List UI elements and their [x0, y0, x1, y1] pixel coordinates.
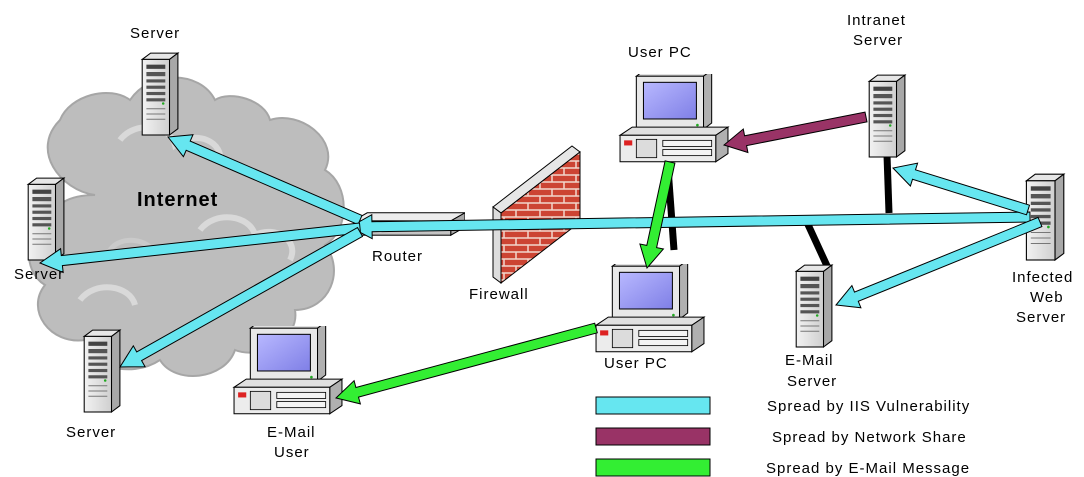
user-pc-mid-label: User PC [604, 355, 668, 372]
firewall [492, 145, 581, 285]
infected-web-server-label-2: Web [1030, 289, 1064, 306]
intranet-server-label-2: Server [853, 32, 903, 49]
user-pc-top-icon [619, 74, 729, 163]
server-bottom-icon [83, 329, 121, 413]
arrow-iis-web-to-intranet [892, 162, 1031, 216]
email-user-label-1: E-Mail [267, 424, 316, 441]
arrow-email-userpc-to-emailuser [334, 322, 598, 405]
arrow-iis-router-to-server-left [38, 222, 362, 274]
arrow-iis-web-to-emailserver [835, 216, 1043, 309]
arrow-email-userpc-to-userpc [639, 160, 676, 270]
legend-label-iis: Spread by IIS Vulnerability [767, 398, 970, 415]
internet-label: Internet [137, 189, 218, 211]
arrow-iis-router-to-server-top [167, 134, 363, 226]
email-user-icon [233, 326, 343, 415]
server-left-icon [27, 177, 65, 261]
arrow-share-intranet-to-userpc [722, 111, 868, 154]
email-server-label-1: E-Mail [785, 352, 834, 369]
intranet-server-label-1: Intranet [847, 12, 906, 29]
server-bottom-label: Server [66, 424, 116, 441]
server-top-label: Server [130, 25, 180, 42]
infected-web-server-icon [1025, 173, 1065, 261]
wire-email-server [801, 216, 832, 270]
user-pc-top-label: User PC [628, 44, 692, 61]
spread-arrows [38, 111, 1043, 405]
server-left-label: Server [14, 266, 64, 283]
wired-connections [664, 154, 893, 270]
legend-swatch-email [595, 458, 711, 477]
email-user-label-2: User [274, 444, 310, 461]
email-server-label-2: Server [787, 373, 837, 390]
intranet-server-icon [868, 74, 906, 158]
legend-label-share: Spread by Network Share [772, 429, 967, 446]
email-server-icon [795, 264, 833, 348]
router-label: Router [372, 248, 423, 265]
wire-intranet-server [883, 154, 893, 214]
legend-swatch-share [595, 427, 711, 446]
legend-label-email: Spread by E-Mail Message [766, 460, 970, 477]
legend-swatch-iis [595, 396, 711, 415]
arrow-iis-router-to-server-bottom [119, 226, 364, 368]
infected-web-server-label-1: Infected [1012, 269, 1073, 286]
legend: Spread by IIS Vulnerability Spread by Ne… [595, 396, 970, 477]
server-top-icon [141, 52, 179, 136]
internet-cloud [28, 76, 345, 377]
arrow-iis-web-to-router [348, 211, 1031, 240]
infected-web-server-label-3: Server [1016, 309, 1066, 326]
firewall-label: Firewall [469, 286, 529, 303]
user-pc-mid-icon [595, 264, 705, 353]
